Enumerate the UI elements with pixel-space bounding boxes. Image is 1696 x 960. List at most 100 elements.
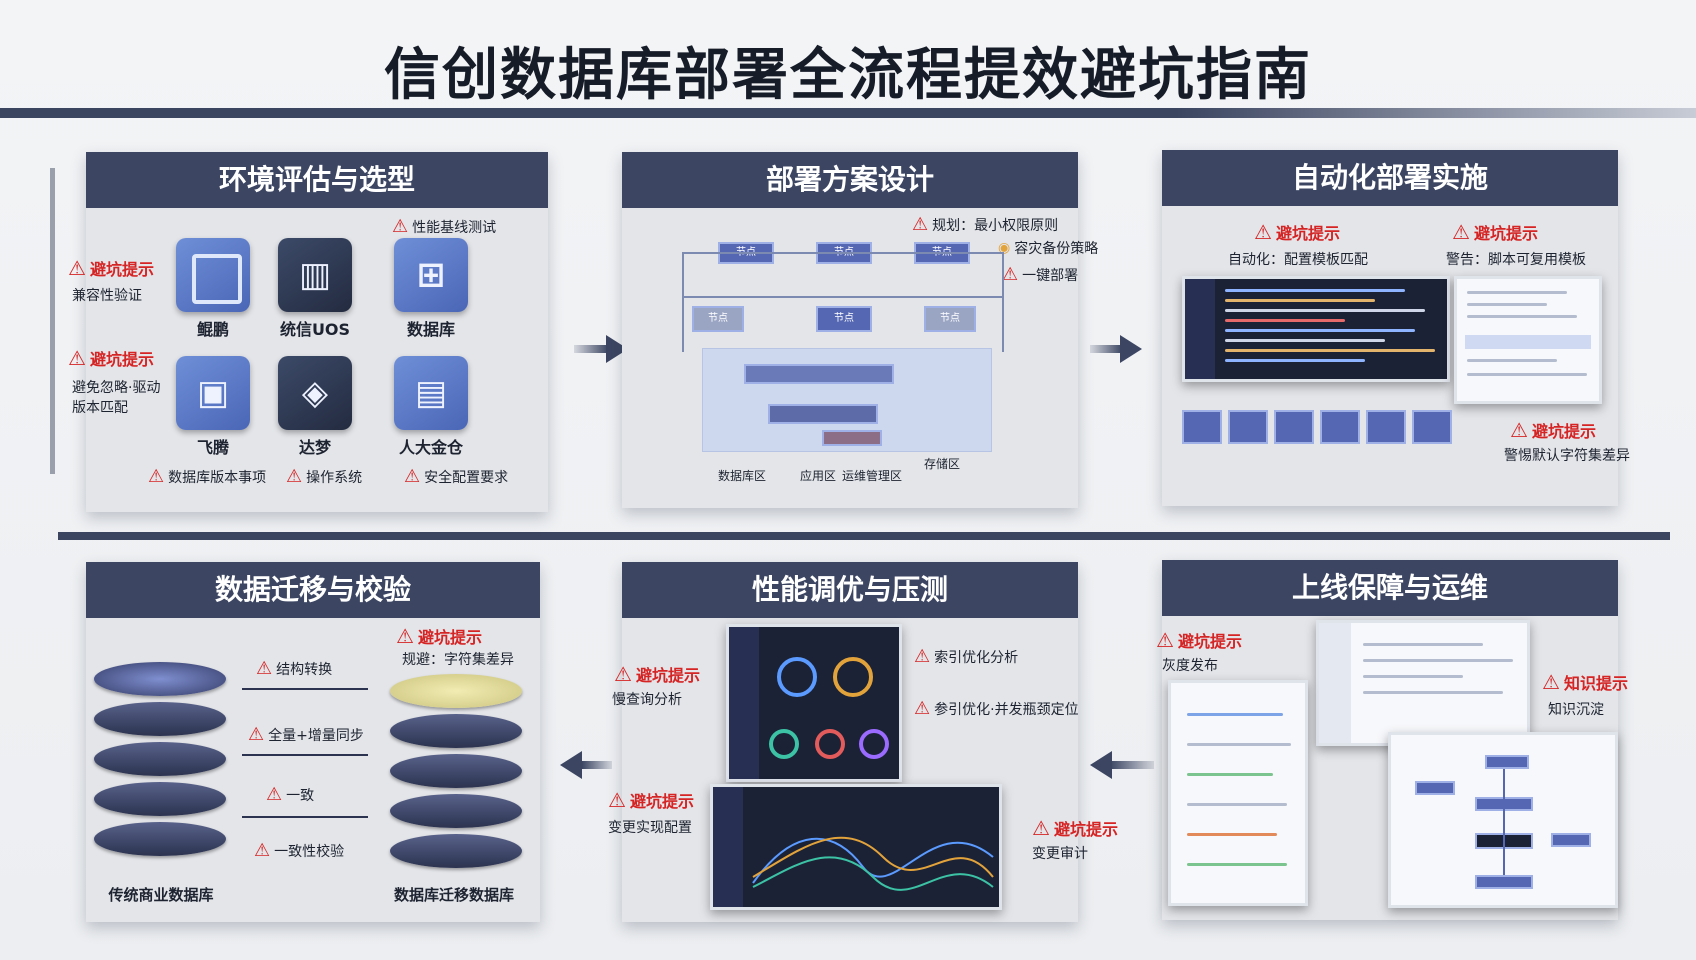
warning-note: 避免忽略·驱动版本匹配 (72, 380, 161, 416)
flow-arrow-left-icon (242, 688, 368, 690)
flow-arrow-right-icon (242, 754, 368, 756)
knowledge-note: 知识沉淀 (1548, 702, 1604, 718)
warning-badge: ⚠ 安全配置要求 (404, 466, 509, 487)
warning-label: ⚠ 避坑提示 (68, 256, 154, 280)
panel-data-migration: 数据迁移与校验 ⚠ 避坑提示 规避：字符集差异 ⚠ 结构转换 ⚠ 全量 (86, 562, 540, 922)
warning-icon: ⚠ (68, 346, 86, 370)
warning-note: 变更审计 (1032, 846, 1088, 862)
zone-label: 应用区 (800, 469, 837, 483)
warning-icon: ⚠ (1510, 418, 1528, 442)
warning-icon: ⚠ (1452, 220, 1470, 244)
migration-step: ⚠ 全量+增量同步 (248, 724, 364, 745)
warning-label: ⚠ 避坑提示 (1452, 220, 1538, 244)
load-test-chart (710, 784, 1002, 910)
server-row (1182, 410, 1452, 450)
warning-icon: ⚠ (148, 466, 165, 487)
warning-badge: ⚠ 数据库版本事项 (148, 466, 267, 487)
flow-arrow-shaft (1090, 345, 1122, 353)
zone-label: 存储区 (924, 457, 961, 471)
zone-node (744, 364, 894, 384)
warning-icon: ⚠ (1002, 264, 1019, 285)
warning-badge: ⚠ 操作系统 (286, 466, 363, 487)
warning-note: 规避：字符集差异 (402, 652, 514, 668)
warning-icon: ⚠ (1032, 816, 1050, 840)
flow-arrow-right-icon (1120, 335, 1142, 363)
warning-badge: ⚠ 规划：最小权限原则 (912, 214, 1059, 235)
panel-title: 环境评估与选型 (86, 152, 548, 208)
zone-node (768, 404, 878, 424)
terminal-window (1182, 276, 1450, 382)
panel-perf-tuning: 性能调优与压测 ⚠ 避坑提示 慢查询分析 ⚠ 索引优化分析 ⚠ 参引优化·并发瓶… (608, 562, 1118, 922)
warning-icon: ⚠ (1542, 670, 1560, 694)
warning-icon: ⚠ (266, 784, 283, 805)
feiteng-chip-icon: ▣ (176, 356, 250, 430)
warning-label: ⚠ 避坑提示 (1510, 418, 1596, 442)
warning-badge: ⚠ 一键部署 (1002, 264, 1079, 285)
warning-note: 自动化：配置模板匹配 (1228, 252, 1368, 268)
flow-arrow-shaft (582, 761, 612, 769)
warning-icon: ⚠ (608, 788, 626, 812)
uos-chip-icon: ▥ (278, 238, 352, 312)
panel-auto-deploy: 自动化部署实施 ⚠ 避坑提示 自动化：配置模板匹配 ⚠ 避坑提示 警告：脚本可复… (1162, 150, 1630, 506)
topology-node: 节点 (816, 306, 872, 332)
left-accent-bar (50, 168, 55, 474)
knowledge-label: ⚠ 知识提示 (1542, 670, 1628, 694)
panel-env-assessment: 环境评估与选型 ⚠ 性能基线测试 ⚠ 避坑提示 兼容性验证 ⚠ 避坑提示 避免忽… (68, 152, 548, 512)
flow-arrow-left-icon (1090, 751, 1112, 779)
item-label: 鲲鹏 (196, 320, 229, 339)
migration-step: ⚠ 结构转换 (256, 658, 333, 679)
warning-icon: ⚠ (914, 646, 931, 667)
warning-icon: ⚠ (404, 466, 421, 487)
warning-label: ⚠ 避坑提示 (1254, 220, 1340, 244)
row-divider (58, 532, 1670, 540)
warning-icon: ⚠ (68, 256, 86, 280)
target-db-label: 数据库迁移数据库 (393, 886, 514, 904)
panel-title: 自动化部署实施 (1162, 150, 1618, 206)
warning-icon: ⚠ (914, 698, 931, 719)
warning-badge: ⚠ 性能基线测试 (392, 216, 497, 237)
flow-arrow-shaft (1110, 761, 1154, 769)
panel-deploy-design: 部署方案设计 ⚠ 规划：最小权限原则 ◉ 容灾备份策略 ⚠ 一键部署 节点 节点… (622, 152, 1098, 508)
kunpeng-chip-icon (176, 238, 250, 312)
title-divider (0, 108, 1696, 118)
item-label: 统信UOS (279, 320, 351, 339)
flow-arrow-right-icon (242, 816, 368, 818)
item-label: 达梦 (298, 438, 331, 457)
alert-list-window (1168, 680, 1308, 906)
topology-node: 节点 (924, 306, 976, 332)
warning-icon: ⚠ (254, 840, 271, 861)
flow-arrow-shaft (574, 345, 608, 353)
connector-line (682, 252, 684, 352)
warning-icon: ⚠ (286, 466, 303, 487)
warning-note: 警惕默认字符集差异 (1504, 448, 1630, 464)
info-badge: ◉ 容灾备份策略 (998, 240, 1099, 257)
monitor-dashboard (726, 624, 902, 782)
warning-icon: ⚠ (248, 724, 265, 745)
migration-step: ⚠ 一致 (266, 784, 315, 805)
warning-label: ⚠ 避坑提示 (1032, 816, 1118, 840)
zone-node (822, 430, 882, 446)
warning-label: ⚠ 避坑提示 (614, 662, 700, 686)
zone-label: 数据库区 (718, 469, 767, 483)
panel-title: 性能调优与压测 (622, 562, 1078, 618)
migration-step: ⚠ 一致性校验 (254, 840, 345, 861)
warning-icon: ⚠ (256, 658, 273, 679)
database-chip-icon: ⊞ (394, 238, 468, 312)
warning-icon: ⚠ (912, 214, 929, 235)
connector-line (682, 252, 1002, 254)
warning-label: ⚠ 避坑提示 (396, 624, 482, 648)
warning-note: 变更实现配置 (608, 820, 692, 836)
item-label: 人大金仓 (398, 438, 463, 457)
warning-label: ⚠ 避坑提示 (68, 346, 154, 370)
connector-line (1002, 252, 1004, 352)
warning-icon: ⚠ (1254, 220, 1272, 244)
panel-title: 部署方案设计 (622, 152, 1078, 208)
workflow-diagram-window (1388, 732, 1618, 908)
warning-icon: ⚠ (396, 624, 414, 648)
panel-title: 上线保障与运维 (1162, 560, 1618, 616)
warning-note: 兼容性验证 (72, 288, 142, 304)
topology-node: 节点 (692, 306, 744, 332)
config-window (1454, 276, 1602, 404)
connector-line (682, 296, 1002, 298)
panel-title: 数据迁移与校验 (86, 562, 540, 618)
